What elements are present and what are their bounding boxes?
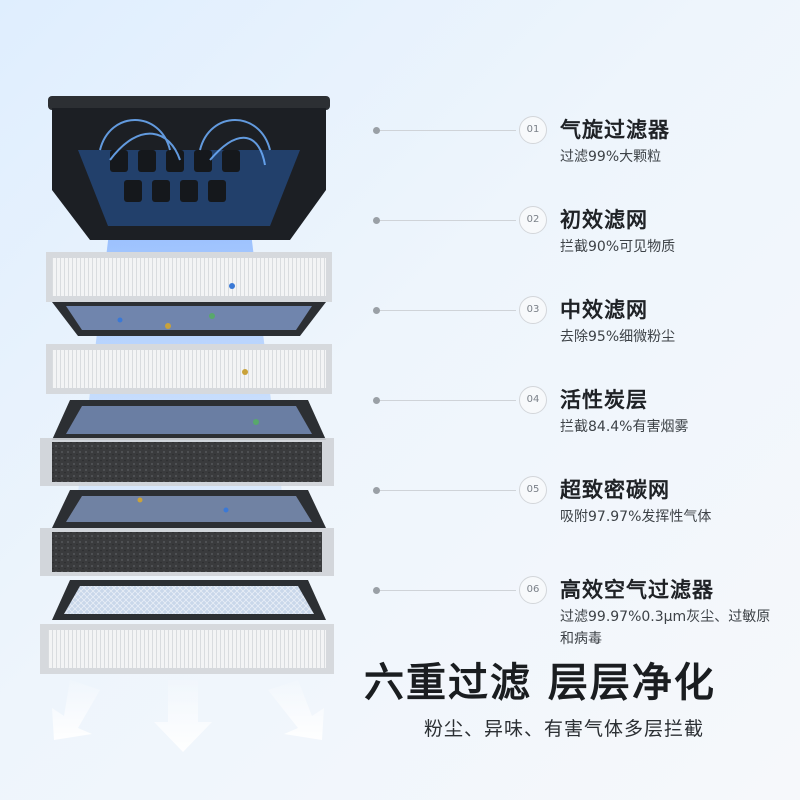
layer-description: 过滤99%大颗粒 xyxy=(560,149,662,165)
layer-row: 04 活性炭层 拦截84.4%有害烟雾 xyxy=(373,386,800,460)
outflow-arrows xyxy=(52,680,324,752)
leader-dot xyxy=(373,587,380,594)
leader-line xyxy=(373,307,516,314)
layer-number: 06 xyxy=(519,576,547,604)
layer-description: 拦截90%可见物质 xyxy=(560,239,676,255)
layer-row: 05 超致密碳网 吸附97.97%发挥性气体 xyxy=(373,476,800,550)
layer-title: 活性炭层 xyxy=(560,388,648,412)
cyclone-unit xyxy=(48,96,330,240)
leader-line xyxy=(373,587,516,594)
leader-dot xyxy=(373,127,380,134)
layer-number: 04 xyxy=(519,386,547,414)
filter-dense-carbon xyxy=(40,528,334,620)
subheadline: 粉尘、异味、有害气体多层拦截 xyxy=(424,718,705,740)
particles xyxy=(117,283,259,513)
filter-primary xyxy=(46,252,332,336)
leader-dot xyxy=(373,217,380,224)
layer-number: 01 xyxy=(519,116,547,144)
leader-dot xyxy=(373,487,380,494)
filter-hepa xyxy=(40,624,334,674)
leader-line xyxy=(373,487,516,494)
layer-description: 拦截84.4%有害烟雾 xyxy=(560,419,689,435)
layer-title: 超致密碳网 xyxy=(560,478,670,502)
layer-title: 中效滤网 xyxy=(560,298,648,322)
layer-number: 05 xyxy=(519,476,547,504)
leader-line xyxy=(373,217,516,224)
filter-stack-illustration xyxy=(40,96,334,752)
leader-dot xyxy=(373,307,380,314)
headline: 六重过滤 层层净化 xyxy=(364,660,716,706)
layer-row: 03 中效滤网 去除95%细微粉尘 xyxy=(373,296,800,370)
layer-row: 06 高效空气过滤器 过滤99.97%0.3μm灰尘、过敏原和病毒 xyxy=(373,576,800,650)
layer-description: 吸附97.97%发挥性气体 xyxy=(560,509,712,525)
layer-title: 气旋过滤器 xyxy=(560,118,670,142)
leader-line xyxy=(373,127,516,134)
layer-number: 02 xyxy=(519,206,547,234)
layer-description: 过滤99.97%0.3μm灰尘、过敏原和病毒 xyxy=(560,609,771,647)
leader-dot xyxy=(373,397,380,404)
layer-number: 03 xyxy=(519,296,547,324)
layer-description: 去除95%细微粉尘 xyxy=(560,329,676,345)
layer-row: 02 初效滤网 拦截90%可见物质 xyxy=(373,206,800,280)
filter-carbon xyxy=(40,438,334,528)
layer-title: 高效空气过滤器 xyxy=(560,578,714,602)
leader-line xyxy=(373,397,516,404)
layer-row: 01 气旋过滤器 过滤99%大颗粒 xyxy=(373,116,800,190)
layer-title: 初效滤网 xyxy=(560,208,648,232)
filter-medium xyxy=(46,344,332,440)
